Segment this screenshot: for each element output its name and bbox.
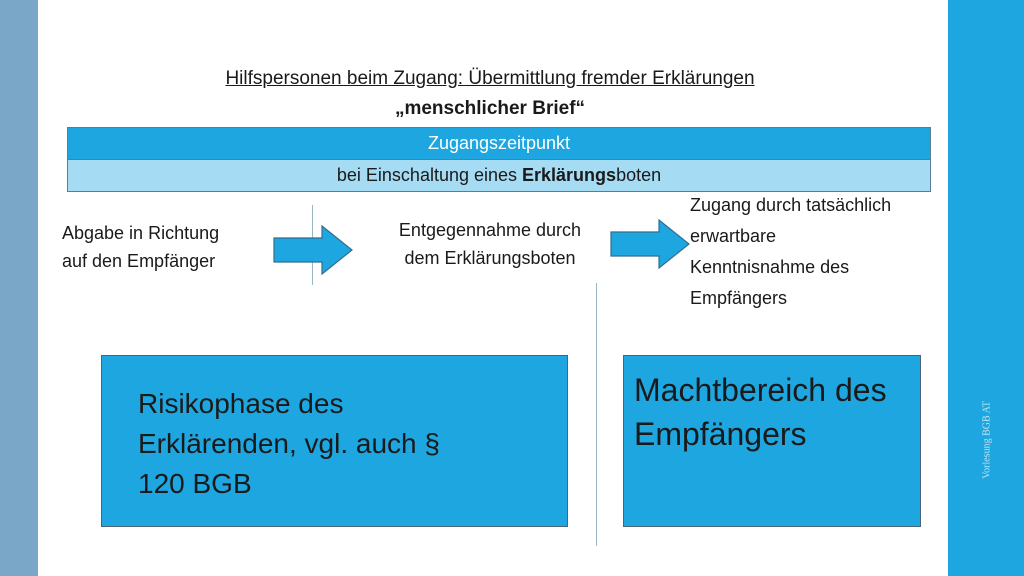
risk-line1: Risikophase des (138, 388, 344, 419)
step-abgabe-line1: Abgabe in Richtung (62, 223, 220, 243)
left-accent-bar (0, 0, 38, 576)
slide-title: Hilfspersonen beim Zugang: Übermittlung … (225, 68, 755, 89)
band-bottom-suffix: boten (616, 165, 662, 185)
footer-text: Vorlesung BGB AT (981, 401, 993, 479)
power-line1: Machtbereich des (634, 372, 887, 408)
step-abgabe: Abgabe in Richtung auf den Empfänger (62, 219, 282, 275)
step-zugang-line1: Zugang durch tatsächlich (690, 195, 892, 215)
step-entgegennahme: Entgegennahme durch dem Erklärungsboten (365, 216, 615, 272)
risk-phase-text: Risikophase des Erklärenden, vgl. auch §… (138, 384, 498, 504)
arrow-right-icon (610, 218, 690, 270)
band-bottom-bold: Erklärungs (522, 165, 617, 185)
risk-line3: 120 BGB (138, 468, 252, 499)
slide-subtitle: „menschlicher Brief“ (394, 98, 586, 119)
power-sphere-text: Machtbereich des Empfängers (634, 368, 919, 456)
power-sphere-box: Machtbereich des Empfängers (623, 355, 921, 527)
step-zugang-line3: Kenntnisnahme des (690, 257, 850, 277)
band-erklaerungsbote: bei Einschaltung eines Erklärungsboten (67, 159, 931, 192)
step-entgegennahme-line1: Entgegennahme durch (398, 220, 582, 240)
right-accent-bar (948, 0, 1024, 576)
risk-phase-box: Risikophase des Erklärenden, vgl. auch §… (101, 355, 568, 527)
arrow-right-icon (273, 224, 353, 276)
step-zugang: Zugang durch tatsächlich erwartbare Kenn… (690, 190, 952, 314)
divider-line-center (596, 283, 597, 546)
band-top-text: Zugangszeitpunkt (427, 133, 571, 153)
band-bottom-prefix: bei Einschaltung eines (336, 165, 523, 185)
step-zugang-line2: erwartbare (690, 226, 777, 246)
step-abgabe-line2: auf den Empfänger (62, 251, 216, 271)
step-zugang-line4: Empfängers (690, 288, 788, 308)
step-entgegennahme-line2: dem Erklärungsboten (404, 248, 576, 268)
power-line2: Empfängers (634, 416, 807, 452)
risk-line2: Erklärenden, vgl. auch § (138, 428, 440, 459)
band-zugangszeitpunkt: Zugangszeitpunkt (67, 127, 931, 160)
